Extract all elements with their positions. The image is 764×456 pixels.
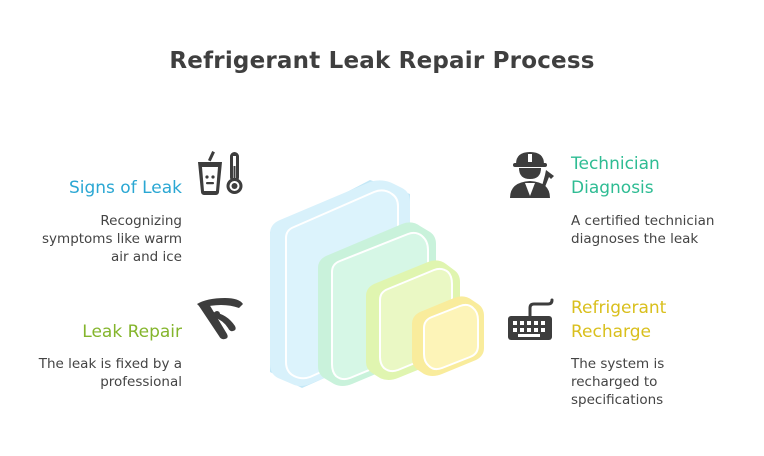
desc-line: The system is — [571, 356, 665, 372]
desc-line: professional — [100, 374, 182, 390]
heading-line: Refrigerant — [571, 298, 667, 318]
desc-line: specifications — [571, 392, 664, 408]
desc-line: air and ice — [110, 249, 182, 265]
signs-of-leak-description: Recognizing symptoms like warm air and i… — [0, 212, 182, 266]
refrigerant-recharge-heading: Refrigerant Recharge — [571, 296, 751, 344]
desc-line: A certified technician — [571, 213, 715, 229]
heading-line: Diagnosis — [571, 178, 654, 198]
leak-repair-heading: Leak Repair — [82, 322, 182, 342]
desc-line: diagnoses the leak — [571, 231, 699, 247]
desc-line: symptoms like warm — [42, 231, 182, 247]
stacked-layers-diagram — [270, 180, 484, 388]
heading-line: Recharge — [571, 322, 651, 342]
desc-line: Recognizing — [100, 213, 182, 229]
desc-line: recharged to — [571, 374, 658, 390]
drink-thermometer-icon — [198, 151, 243, 195]
crimping-tool-icon — [197, 298, 243, 340]
technician-diagnosis-description: A certified technician diagnoses the lea… — [571, 212, 761, 248]
layer-4-refrigerant-recharge — [412, 296, 484, 376]
page-title: Refrigerant Leak Repair Process — [169, 48, 595, 74]
refrigerant-recharge-description: The system is recharged to specification… — [571, 355, 761, 409]
signs-of-leak-heading: Signs of Leak — [68, 178, 182, 198]
keyboard-cable-icon — [508, 298, 554, 340]
technician-diagnosis-heading: Technician Diagnosis — [571, 152, 751, 200]
technician-wrench-icon — [510, 152, 554, 198]
heading-line: Technician — [571, 154, 660, 174]
leak-repair-description: The leak is fixed by a professional — [0, 355, 182, 391]
desc-line: The leak is fixed by a — [38, 356, 182, 372]
